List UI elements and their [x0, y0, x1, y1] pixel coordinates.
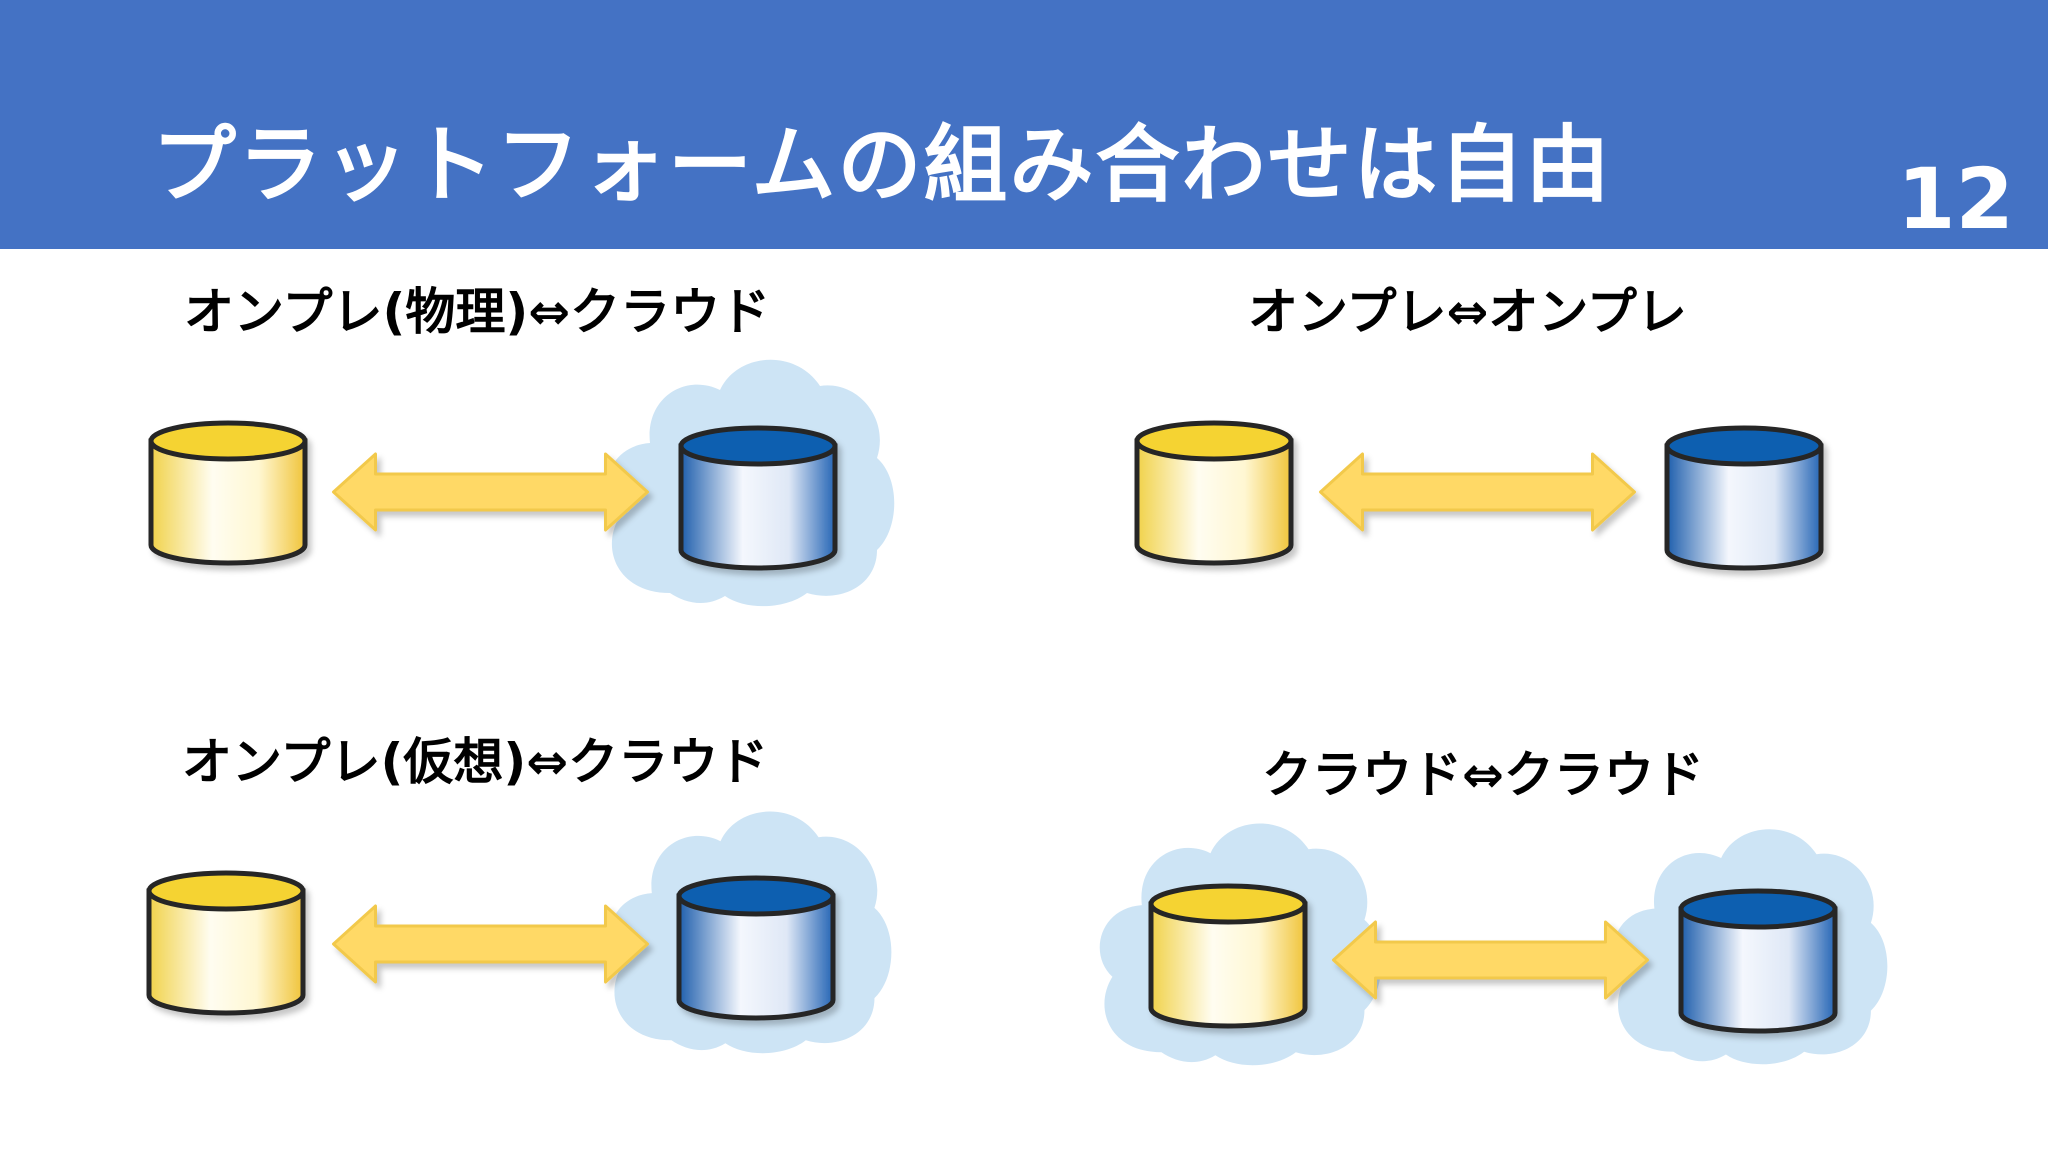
cloud-database-icon	[681, 428, 835, 568]
double-arrow-icon	[331, 452, 650, 532]
scenario-label-onprem-physical-cloud: オンプレ(物理)⇔クラウド	[184, 283, 771, 341]
double-arrow-icon	[1318, 452, 1637, 532]
double-arrow-icon	[1331, 920, 1650, 1000]
onprem-database-icon	[149, 873, 303, 1013]
scenario-cloud-cloud	[1099, 823, 1888, 1066]
scenario-onprem-onprem	[1137, 423, 1821, 568]
onprem-database-icon	[1137, 423, 1291, 563]
scenario-label-cloud-cloud: クラウド⇔クラウド	[1262, 746, 1704, 804]
page-number: 12	[1897, 150, 2014, 248]
scenario-label-onprem-onprem: オンプレ⇔オンプレ	[1248, 283, 1687, 341]
onprem-database-icon	[1667, 428, 1821, 568]
cloud-database-icon	[1151, 886, 1305, 1026]
cloud-database-icon	[1681, 891, 1835, 1031]
title-bar: プラットフォームの組み合わせは自由 12	[0, 0, 2048, 249]
cloud-database-icon	[679, 878, 833, 1018]
onprem-database-icon	[151, 423, 305, 563]
scenario-onprem-virtual-cloud	[149, 811, 892, 1054]
slide-title: プラットフォームの組み合わせは自由	[152, 116, 1612, 214]
scenario-onprem-physical-cloud	[151, 359, 895, 607]
double-arrow-icon	[331, 904, 650, 984]
scenario-label-onprem-virtual-cloud: オンプレ(仮想)⇔クラウド	[182, 733, 769, 791]
